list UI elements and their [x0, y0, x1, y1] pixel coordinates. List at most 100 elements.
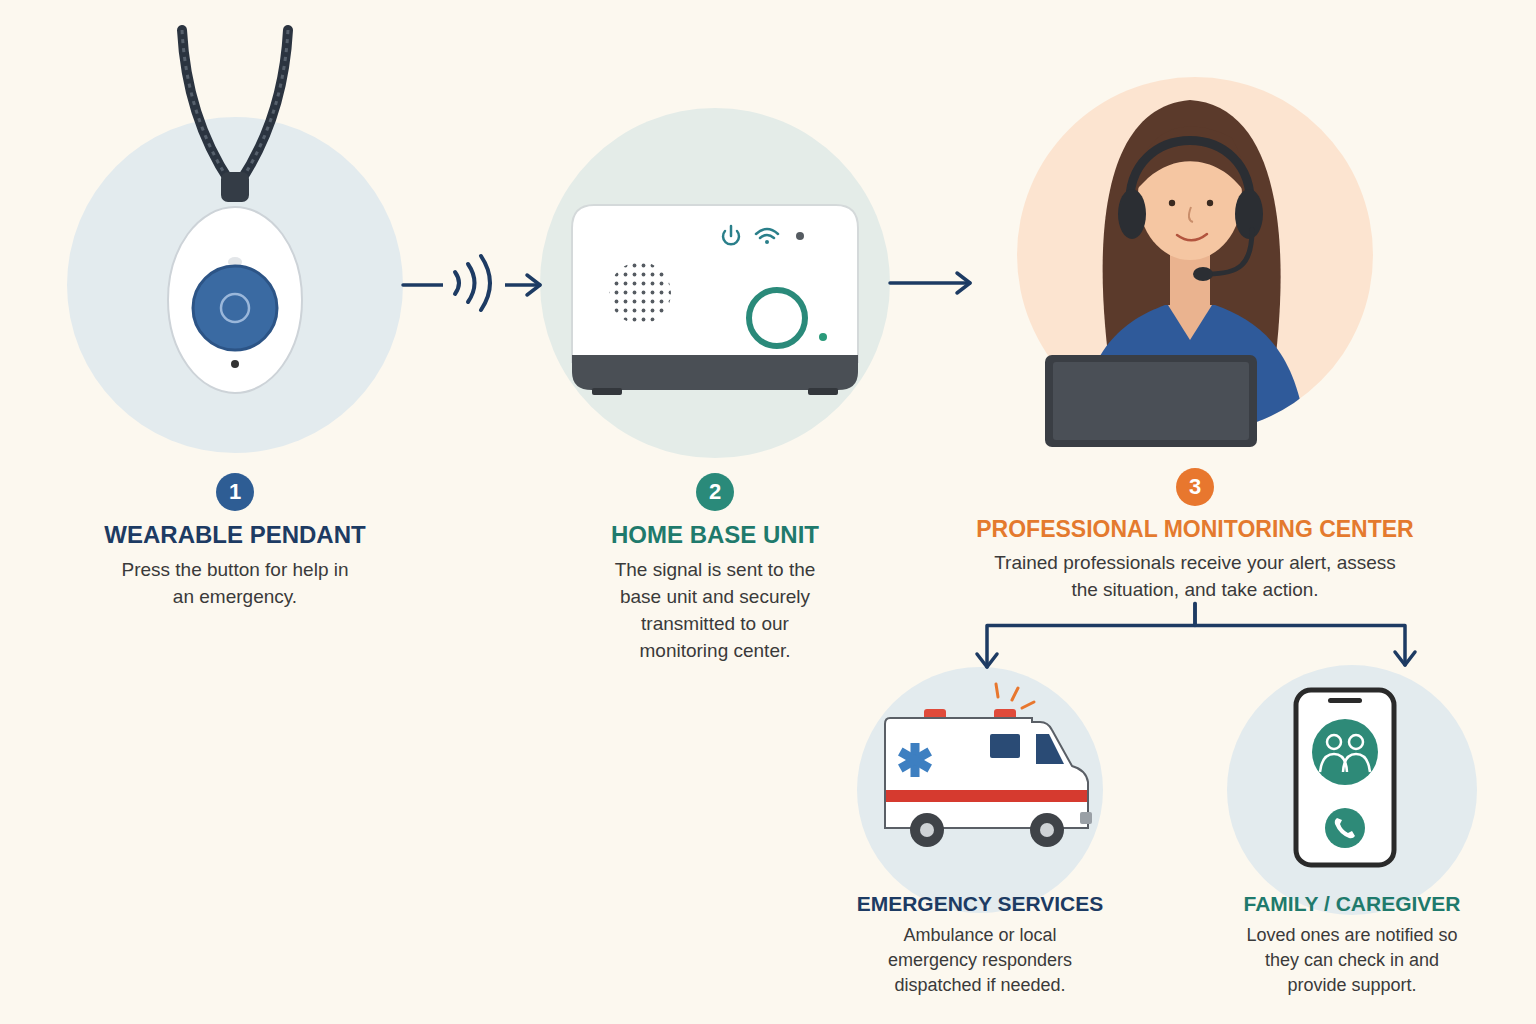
arrow-head — [1395, 652, 1415, 665]
step-heading: FAMILY / CAREGIVER — [1217, 892, 1487, 916]
wave-arc — [455, 272, 459, 294]
flow-arrow — [890, 273, 970, 293]
ambulance-body — [885, 718, 1088, 828]
step-node: EMERGENCY SERVICES Ambulance or local eme… — [845, 667, 1115, 998]
step-description: Press the button for help in an emergenc… — [110, 556, 360, 610]
phone-speaker — [1328, 698, 1362, 703]
face — [1138, 132, 1242, 260]
neck — [1170, 250, 1210, 315]
siren-ray — [1022, 702, 1034, 708]
step-heading: WEARABLE PENDANT — [67, 521, 403, 549]
step-circle — [67, 117, 403, 453]
cab-window — [1036, 734, 1064, 764]
step-description: Loved ones are notified so they can chec… — [1240, 923, 1465, 998]
step-circle — [857, 667, 1103, 913]
indicator-dot — [231, 360, 239, 368]
wave-arc — [481, 256, 490, 310]
bangs — [1136, 126, 1246, 194]
help-button — [193, 266, 277, 350]
person-icon — [1320, 754, 1347, 772]
step-node: 2HOME BASE UNIT The signal is sent to the… — [540, 108, 890, 664]
connector-line — [403, 283, 540, 287]
arrow-head — [527, 275, 540, 295]
person-icon — [1343, 754, 1370, 772]
step-number: 2 — [696, 473, 734, 511]
siren-light — [994, 709, 1016, 720]
star-bar — [911, 743, 920, 777]
flow-arrow — [977, 603, 1195, 667]
step-heading: HOME BASE UNIT — [540, 521, 890, 549]
pendant-body — [168, 207, 302, 393]
arrow-head — [957, 273, 970, 293]
eye — [1207, 200, 1213, 206]
star-bar — [898, 748, 932, 773]
unit-button — [749, 290, 805, 346]
monitor-screen — [1053, 362, 1249, 440]
step-description: The signal is sent to the base unit and … — [598, 556, 833, 664]
eye — [1169, 200, 1175, 206]
flow-arrow — [403, 275, 540, 295]
cord-texture — [240, 30, 288, 182]
headset-band — [1130, 141, 1250, 209]
hubcap — [920, 823, 934, 837]
siren-light — [924, 709, 946, 720]
step-description: Trained professionals receive your alert… — [990, 549, 1400, 603]
wireless-signal — [443, 255, 505, 311]
wave-arc — [468, 264, 475, 302]
step-circle — [1017, 77, 1373, 433]
connector-line — [890, 281, 970, 285]
phone-illustration — [1296, 690, 1394, 865]
wifi-icon — [760, 235, 774, 238]
neckline — [1168, 305, 1212, 340]
wifi-icon — [765, 240, 769, 244]
phone-body — [1296, 690, 1394, 865]
base-unit-illustration — [572, 205, 858, 395]
mic — [1193, 267, 1213, 281]
red-stripe — [886, 790, 1087, 802]
ear-cup — [1118, 189, 1146, 239]
bumper — [1080, 812, 1092, 824]
speaker-grille — [600, 255, 680, 335]
cord — [240, 30, 288, 182]
pendant-mark — [228, 257, 242, 267]
cord-texture — [182, 30, 230, 182]
contacts-icon — [1312, 719, 1378, 785]
step-node: FAMILY / CAREGIVER Loved ones are notifie… — [1217, 665, 1487, 998]
step-description: Ambulance or local emergency responders … — [873, 923, 1088, 998]
step-number: 1 — [216, 473, 254, 511]
button-ring — [221, 294, 249, 322]
monitor — [1045, 355, 1257, 447]
step-circle — [1227, 665, 1477, 915]
operator-figure — [1075, 100, 1308, 450]
step-heading: PROFESSIONAL MONITORING CENTER — [970, 516, 1420, 542]
ambulance-illustration — [885, 684, 1092, 847]
step-node: 1WEARABLE PENDANT Press the button for he… — [67, 117, 403, 610]
power-icon — [723, 231, 739, 244]
operator-illustration — [1045, 100, 1308, 450]
pendant-illustration — [168, 30, 302, 393]
gap-patch — [443, 255, 505, 311]
shirt — [1075, 305, 1308, 450]
power-icon — [730, 226, 733, 236]
mic-boom — [1208, 230, 1252, 274]
unit-foot — [592, 388, 622, 395]
step-circle — [540, 108, 890, 458]
person-icon — [1349, 735, 1363, 749]
star-bar — [898, 748, 932, 773]
smile — [1177, 234, 1207, 240]
unit-foot — [808, 388, 838, 395]
status-dot — [796, 232, 804, 240]
star-of-life — [898, 743, 932, 777]
nose — [1189, 207, 1193, 222]
unit-body — [572, 205, 858, 362]
unit-base — [572, 355, 858, 390]
handset-glyph — [1335, 818, 1355, 838]
connector-line — [1195, 603, 1405, 665]
ear-cup — [1235, 189, 1263, 239]
cord — [182, 30, 230, 182]
status-light — [819, 333, 827, 341]
hair — [1103, 100, 1281, 385]
arrow-head — [977, 654, 997, 667]
step-heading: EMERGENCY SERVICES — [845, 892, 1115, 916]
